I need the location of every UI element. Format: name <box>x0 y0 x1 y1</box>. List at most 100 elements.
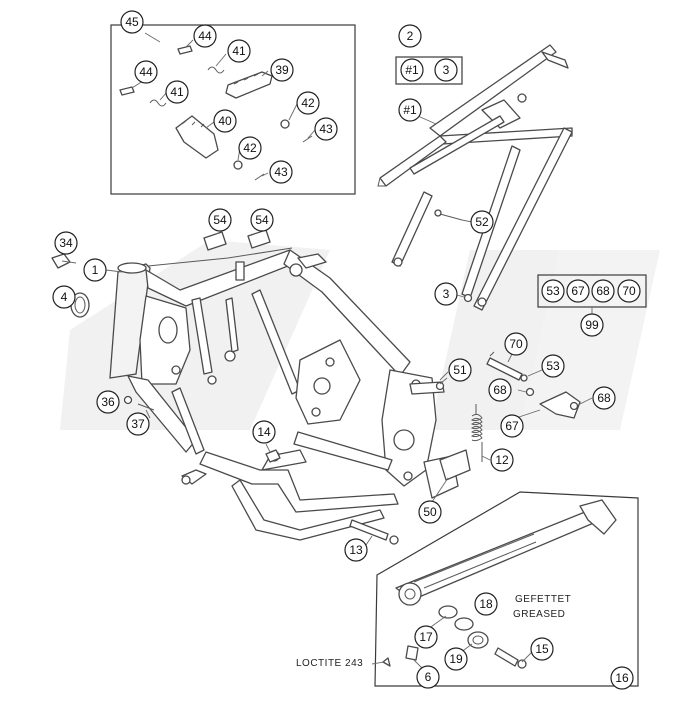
loctite-drop <box>382 657 391 667</box>
svg-text:67: 67 <box>571 284 585 298</box>
svg-text:52: 52 <box>475 215 489 229</box>
callout-14: 14 <box>252 420 276 444</box>
footrest-box <box>110 24 356 195</box>
callout-45: 45 <box>120 10 144 34</box>
subframe-kit-box <box>395 56 463 85</box>
callout-54: 54 <box>208 208 232 232</box>
svg-text:43: 43 <box>319 122 333 136</box>
plug-34 <box>51 253 71 269</box>
kickstand-pivot <box>398 582 422 606</box>
svg-text:44: 44 <box>139 65 153 79</box>
svg-text:2: 2 <box>407 29 414 43</box>
callout-52: 52 <box>470 210 494 234</box>
svg-text:44: 44 <box>198 29 212 43</box>
svg-text:41: 41 <box>170 85 184 99</box>
svg-text:43: 43 <box>274 165 288 179</box>
callout-54: 54 <box>250 208 274 232</box>
footrest-upper <box>225 71 273 99</box>
subframe-bolt <box>439 213 463 221</box>
washer-17a <box>438 605 458 619</box>
svg-text:53: 53 <box>546 359 560 373</box>
lower-cradle-rear <box>231 479 385 541</box>
callout-68: 68 <box>488 378 512 402</box>
watermark <box>60 240 660 430</box>
subframe-rear-loop <box>379 135 447 187</box>
callout-43: 43 <box>269 160 293 184</box>
lower-cradle <box>199 451 399 513</box>
svg-text:36: 36 <box>101 395 115 409</box>
svg-text:#1: #1 <box>403 103 417 117</box>
callout-hash-1: #1 <box>398 98 422 122</box>
svg-text:4: 4 <box>61 290 68 304</box>
svg-text:3: 3 <box>443 63 450 77</box>
pad-54-right <box>247 229 271 249</box>
washer-upper <box>280 119 290 129</box>
bracket-67 <box>539 391 581 419</box>
svg-text:70: 70 <box>509 337 523 351</box>
callout-68: 68 <box>592 386 616 410</box>
svg-text:16: 16 <box>615 671 629 685</box>
bolt-13 <box>349 519 389 541</box>
svg-text:68: 68 <box>597 391 611 405</box>
callout-51: 51 <box>448 358 472 382</box>
svg-text:54: 54 <box>213 213 227 227</box>
subframe-left-strut <box>391 191 433 267</box>
callout-41: 41 <box>165 80 189 104</box>
bushing-19 <box>467 631 489 649</box>
washer-17b <box>454 617 474 631</box>
subframe-top-rail <box>429 44 557 137</box>
callout-40: 40 <box>213 109 237 133</box>
svg-text:68: 68 <box>493 383 507 397</box>
svg-text:12: 12 <box>495 453 509 467</box>
svg-text:6: 6 <box>425 670 432 684</box>
svg-text:45: 45 <box>125 15 139 29</box>
callout-12: 12 <box>490 448 514 472</box>
svg-text:67: 67 <box>505 419 519 433</box>
cotter-pin-lower <box>254 173 265 181</box>
callout-67: 67 <box>566 279 590 303</box>
svg-text:19: 19 <box>449 652 463 666</box>
nut-68b <box>569 401 579 411</box>
footrest-lower <box>175 115 219 159</box>
callout-37: 37 <box>126 412 150 436</box>
svg-text:99: 99 <box>585 318 599 332</box>
svg-text:3: 3 <box>443 287 450 301</box>
callout-17: 17 <box>414 625 438 649</box>
svg-text:42: 42 <box>301 96 315 110</box>
note-gefettet: GEFETTET <box>515 594 571 605</box>
callout-53: 53 <box>541 279 565 303</box>
kickstand-leg <box>395 509 599 601</box>
callout-6: 6 <box>416 665 440 689</box>
svg-text:40: 40 <box>218 114 232 128</box>
callout-43: 43 <box>314 117 338 141</box>
bolt-70 <box>486 357 523 381</box>
footrest-pin-lower <box>119 86 135 96</box>
svg-text:68: 68 <box>596 284 610 298</box>
note-loctite: LOCTITE 243 <box>296 658 363 669</box>
spring-upper <box>207 66 225 74</box>
kickstand-foot <box>579 499 617 535</box>
svg-text:18: 18 <box>479 597 493 611</box>
callout-42: 42 <box>238 136 262 160</box>
callout-44: 44 <box>134 60 158 84</box>
callout-50: 50 <box>418 500 442 524</box>
callout-3: 3 <box>434 58 458 82</box>
callout-2: 2 <box>398 24 422 48</box>
callout-3: 3 <box>434 282 458 306</box>
callout-15: 15 <box>530 637 554 661</box>
svg-text:14: 14 <box>257 425 271 439</box>
callout-18: 18 <box>474 592 498 616</box>
callout-99: 99 <box>580 313 604 337</box>
svg-text:#1: #1 <box>405 63 419 77</box>
svg-text:1: 1 <box>92 263 99 277</box>
svg-text:70: 70 <box>622 284 636 298</box>
footrest-group <box>110 24 356 195</box>
steering-head-items <box>51 253 123 318</box>
cotter-pin-upper <box>302 135 313 143</box>
footrest-pin-upper <box>177 45 193 55</box>
callout-34: 34 <box>54 231 78 255</box>
callout-16: 16 <box>610 666 634 690</box>
washer-lower <box>233 160 243 170</box>
